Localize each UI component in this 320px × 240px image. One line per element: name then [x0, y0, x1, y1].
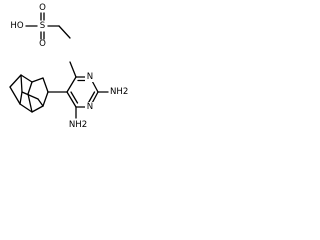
amine-bottom-label: NH2 — [69, 120, 87, 130]
adamantane-bond — [20, 74, 23, 93]
ring-bond-c6-c5 — [66, 91, 77, 108]
adamantane-bond — [20, 74, 33, 83]
ring-n-lower-label: N — [87, 102, 93, 112]
bond-c4-methyl — [69, 61, 77, 78]
ring-n-lower-bg — [85, 102, 95, 112]
adamantane-bond — [21, 91, 39, 100]
adamantane-bond — [31, 105, 44, 113]
ring-n-upper-bg — [85, 72, 95, 82]
hydroxyl-label: HO — [10, 21, 23, 31]
adamantane-bond — [42, 77, 49, 93]
adamantane-bond — [9, 74, 22, 88]
ring-n-upper-label: N — [87, 72, 93, 82]
amine-right-label: NH2 — [110, 87, 128, 97]
adamantane-bond — [19, 91, 23, 105]
oxygen-bottom-label: O — [39, 39, 46, 49]
adamantane-bond — [9, 86, 21, 105]
adamantane-bond — [42, 91, 49, 107]
adamantane-bond — [31, 77, 44, 83]
adamantane-bond — [27, 93, 33, 113]
ring-double-bond-c6-c5 — [70, 91, 79, 104]
sulfur-label: S — [40, 21, 45, 31]
oxygen-top-label: O — [39, 3, 46, 13]
adamantane-bond — [19, 103, 33, 113]
ring-bond-c5-c4 — [66, 76, 77, 93]
bond-ch2-ch3 — [58, 25, 71, 39]
adamantane-bond — [37, 98, 44, 107]
molecule-structure-diagram: O HO S O N N — [9, 3, 128, 130]
ethanesulfonic-acid: O HO S O — [10, 3, 71, 49]
ring-double-bond-c2-n1 — [87, 91, 96, 105]
adamantane-bond — [27, 81, 33, 95]
pyrimidine-ring: N N NH2 NH2 — [47, 61, 128, 130]
adamantyl-group — [9, 74, 49, 113]
